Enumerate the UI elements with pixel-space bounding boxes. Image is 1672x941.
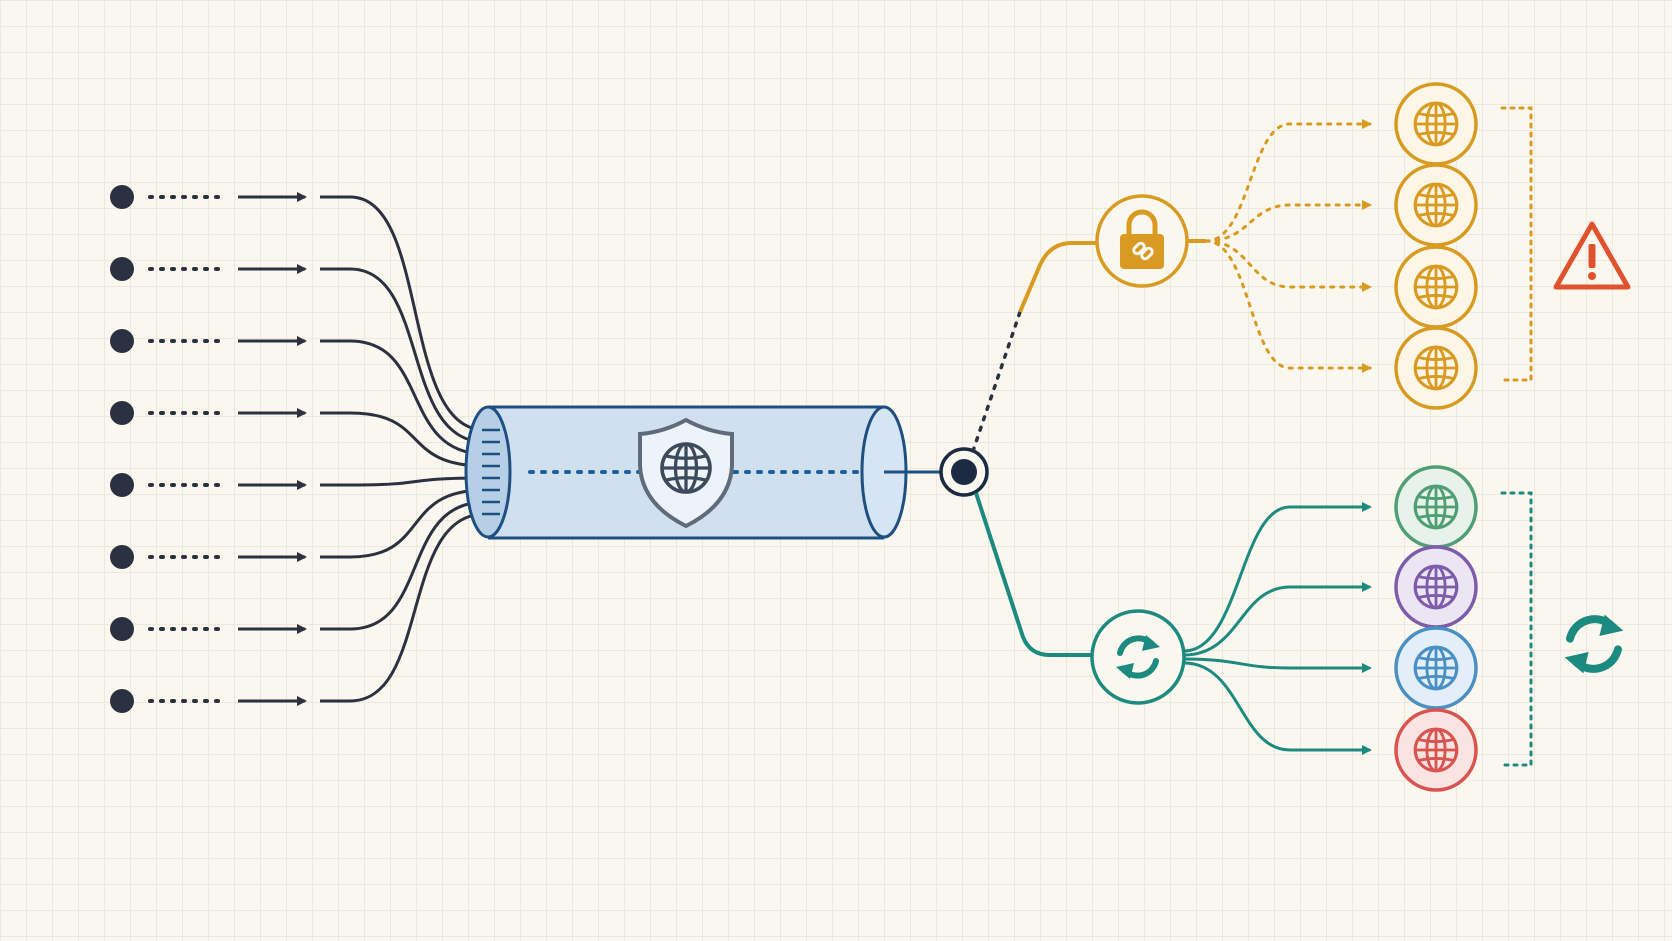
pinned-fanout-line <box>1204 119 1372 243</box>
client-dot <box>110 257 134 281</box>
client-to-tunnel-curve <box>320 488 486 559</box>
client-to-tunnel-curve <box>320 411 486 468</box>
exit-node-globe-icon[interactable] <box>1394 326 1478 410</box>
exit-node-globe-icon[interactable] <box>1394 82 1478 166</box>
client-source <box>110 329 307 353</box>
client-to-tunnel-curve <box>320 339 486 456</box>
client-dot <box>110 689 134 713</box>
pinned-branch <box>971 82 1631 453</box>
junction-to-pinned-line <box>1018 241 1098 313</box>
rotating-fanout-line <box>1183 582 1372 657</box>
client-source <box>110 473 307 497</box>
client-to-tunnel-curve <box>320 195 486 432</box>
rotating-exit-nodes <box>1394 465 1478 792</box>
rotating-fanout-line <box>1183 657 1372 673</box>
client-to-tunnel-curve <box>320 512 486 703</box>
rotating-branch <box>974 465 1624 792</box>
client-source <box>110 257 307 281</box>
client-dot <box>110 401 134 425</box>
rotating-fanout-line <box>1183 661 1372 755</box>
warning-triangle-icon <box>1553 221 1631 290</box>
rotating-group-bracket <box>1500 491 1533 767</box>
exit-node-globe-icon[interactable] <box>1394 626 1478 710</box>
exit-node-globe-icon[interactable] <box>1394 708 1478 792</box>
rotate-arrows-icon <box>1565 615 1624 674</box>
pinned-exit-nodes <box>1394 82 1478 410</box>
exit-node-globe-icon[interactable] <box>1394 163 1478 247</box>
client-dot <box>110 329 134 353</box>
client-source <box>110 401 307 425</box>
client-to-tunnel-curve <box>320 476 486 487</box>
junction-node-icon <box>939 447 989 497</box>
client-dot <box>110 617 134 641</box>
client-dot <box>110 185 134 209</box>
client-source <box>110 617 307 641</box>
client-dot <box>110 473 134 497</box>
rotating-fanout-lines <box>1183 502 1372 755</box>
pinned-group-bracket <box>1500 106 1533 382</box>
client-to-tunnel-lines <box>320 195 486 703</box>
shield-globe-icon <box>638 417 734 529</box>
padlock-link-icon[interactable] <box>1095 194 1189 288</box>
pinned-fanout-line <box>1204 239 1372 292</box>
client-source <box>110 689 307 713</box>
rotating-fanout-line <box>1183 502 1372 653</box>
client-to-tunnel-curve <box>320 500 486 631</box>
pinned-fanout-lines <box>1204 119 1372 373</box>
exit-node-globe-icon[interactable] <box>1394 465 1478 549</box>
client-sources <box>110 185 307 713</box>
rotate-arrows-icon[interactable] <box>1090 609 1186 705</box>
client-to-tunnel-curve <box>320 267 486 444</box>
pinned-fanout-line <box>1204 200 1372 243</box>
junction-to-rotating-line <box>974 492 1092 657</box>
client-dot <box>110 545 134 569</box>
vpn-tunnel <box>464 405 940 540</box>
exit-node-globe-icon[interactable] <box>1394 545 1478 629</box>
junction-to-pinned-dotted-line <box>971 310 1022 453</box>
pinned-fanout-line <box>1204 239 1372 373</box>
client-source <box>110 545 307 569</box>
exit-node-globe-icon[interactable] <box>1394 245 1478 329</box>
client-source <box>110 185 307 209</box>
